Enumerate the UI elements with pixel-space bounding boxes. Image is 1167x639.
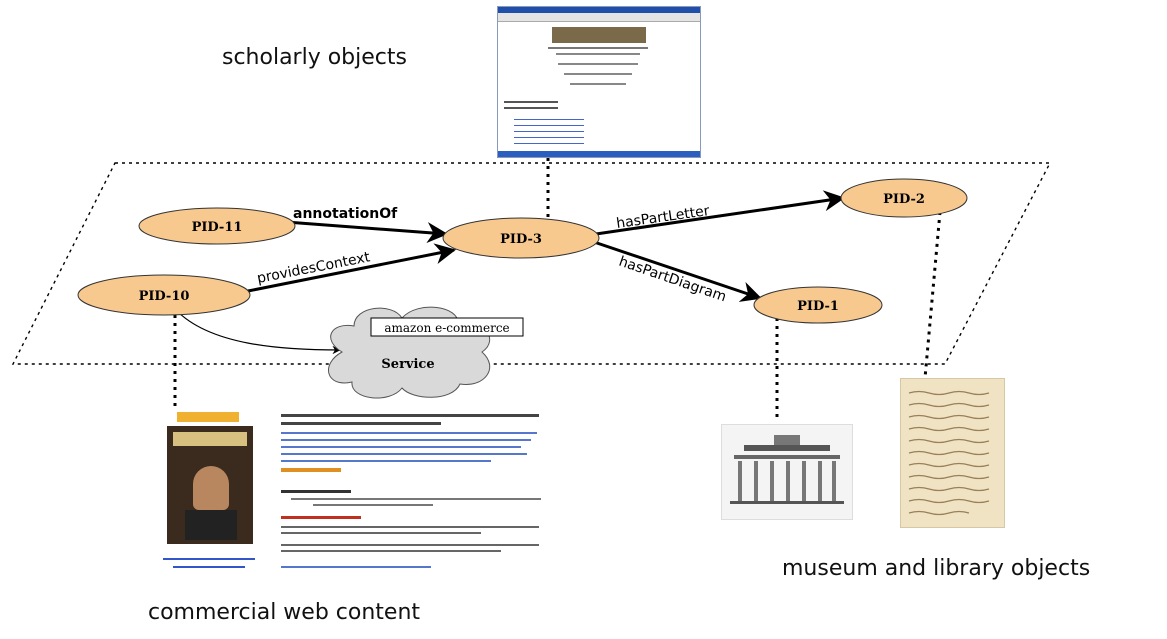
edge-has-part-letter xyxy=(595,190,846,236)
handwritten-letter-thumbnail xyxy=(900,378,1005,528)
letter-handwriting xyxy=(908,390,990,516)
node-label: PID-10 xyxy=(139,289,190,304)
edge-service xyxy=(175,309,341,355)
edge-provides-context xyxy=(247,243,457,293)
node-pid-10[interactable]: PID-10 xyxy=(77,274,251,316)
museum-library-objects-label: museum and library objects xyxy=(782,556,1091,581)
edge-annotation-of xyxy=(285,220,449,244)
node-label: PID-3 xyxy=(500,232,542,247)
node-label: PID-2 xyxy=(883,192,925,207)
edge-label-has-part-diagram: hasPartDiagram xyxy=(617,254,729,306)
connector-pid2-letter xyxy=(923,211,942,379)
service-tag-label: amazon e-commerce xyxy=(384,321,509,335)
building-drawing-thumbnail xyxy=(721,424,853,520)
service-tag: amazon e-commerce xyxy=(370,317,524,337)
dashed-plane xyxy=(11,162,1052,365)
commercial-book-page-thumbnail xyxy=(153,408,548,586)
node-pid-3[interactable]: PID-3 xyxy=(442,217,600,259)
node-pid-11[interactable]: PID-11 xyxy=(138,207,296,245)
node-pid-2[interactable]: PID-2 xyxy=(840,178,968,218)
node-pid-1[interactable]: PID-1 xyxy=(753,286,883,324)
scholarly-webpage-thumbnail xyxy=(497,6,701,158)
commercial-web-content-label: commercial web content xyxy=(148,600,421,625)
search-banner xyxy=(177,412,239,422)
book-cover-image xyxy=(167,426,253,544)
scholarly-objects-label: scholarly objects xyxy=(222,45,407,70)
node-label: PID-11 xyxy=(192,220,243,235)
edge-label-provides-context: providesContext xyxy=(256,249,372,287)
node-label: PID-1 xyxy=(797,299,839,314)
edge-has-part-diagram xyxy=(593,240,762,302)
service-label: Service xyxy=(381,357,434,372)
edge-label-has-part-letter: hasPartLetter xyxy=(615,203,710,232)
edge-label-annotation-of: annotationOf xyxy=(293,206,398,222)
